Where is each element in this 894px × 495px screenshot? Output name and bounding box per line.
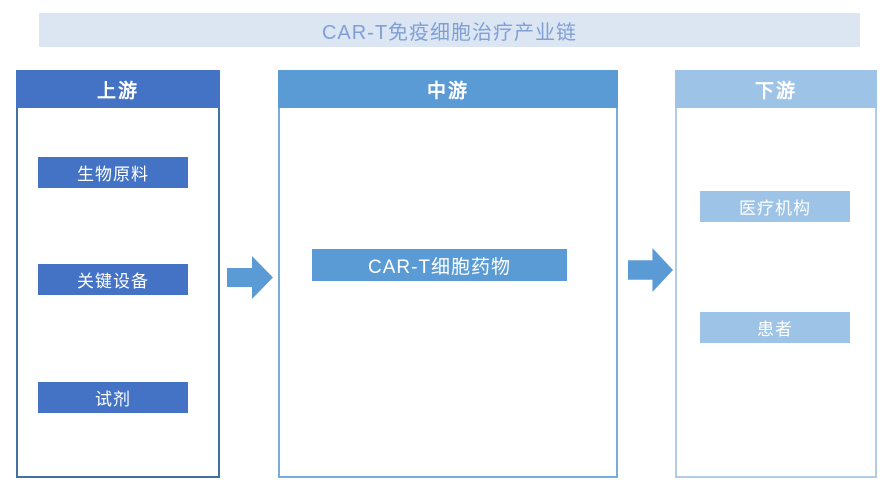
page-title: CAR-T免疫细胞治疗产业链 [321,21,578,44]
item-patients: 患者 [700,312,850,343]
item-label: 患者 [757,320,793,339]
item-cart-cell-drug: CAR-T细胞药物 [312,249,567,281]
right-arrow-icon [628,248,673,292]
upstream-header-label: 上游 [96,80,139,102]
downstream-header-label: 下游 [754,80,797,102]
column-upstream-header: 上游 [16,70,220,108]
midstream-header-label: 中游 [426,80,469,102]
item-label: 关键设备 [77,272,149,291]
item-medical-institutions: 医疗机构 [700,191,850,222]
item-key-equipment: 关键设备 [38,264,188,295]
column-downstream [675,70,877,478]
item-biological-raw-materials: 生物原料 [38,157,188,188]
item-label: 医疗机构 [739,199,811,218]
title-banner: CAR-T免疫细胞治疗产业链 [39,13,860,47]
item-label: 生物原料 [77,165,149,184]
item-reagents: 试剂 [38,382,188,413]
right-arrow-icon [227,256,273,299]
item-label: 试剂 [95,390,131,409]
midstream-to-downstream-arrow [628,248,673,292]
column-midstream-header: 中游 [278,70,618,108]
column-downstream-header: 下游 [675,70,877,108]
item-label: CAR-T细胞药物 [367,256,512,278]
upstream-to-midstream-arrow [227,256,273,299]
